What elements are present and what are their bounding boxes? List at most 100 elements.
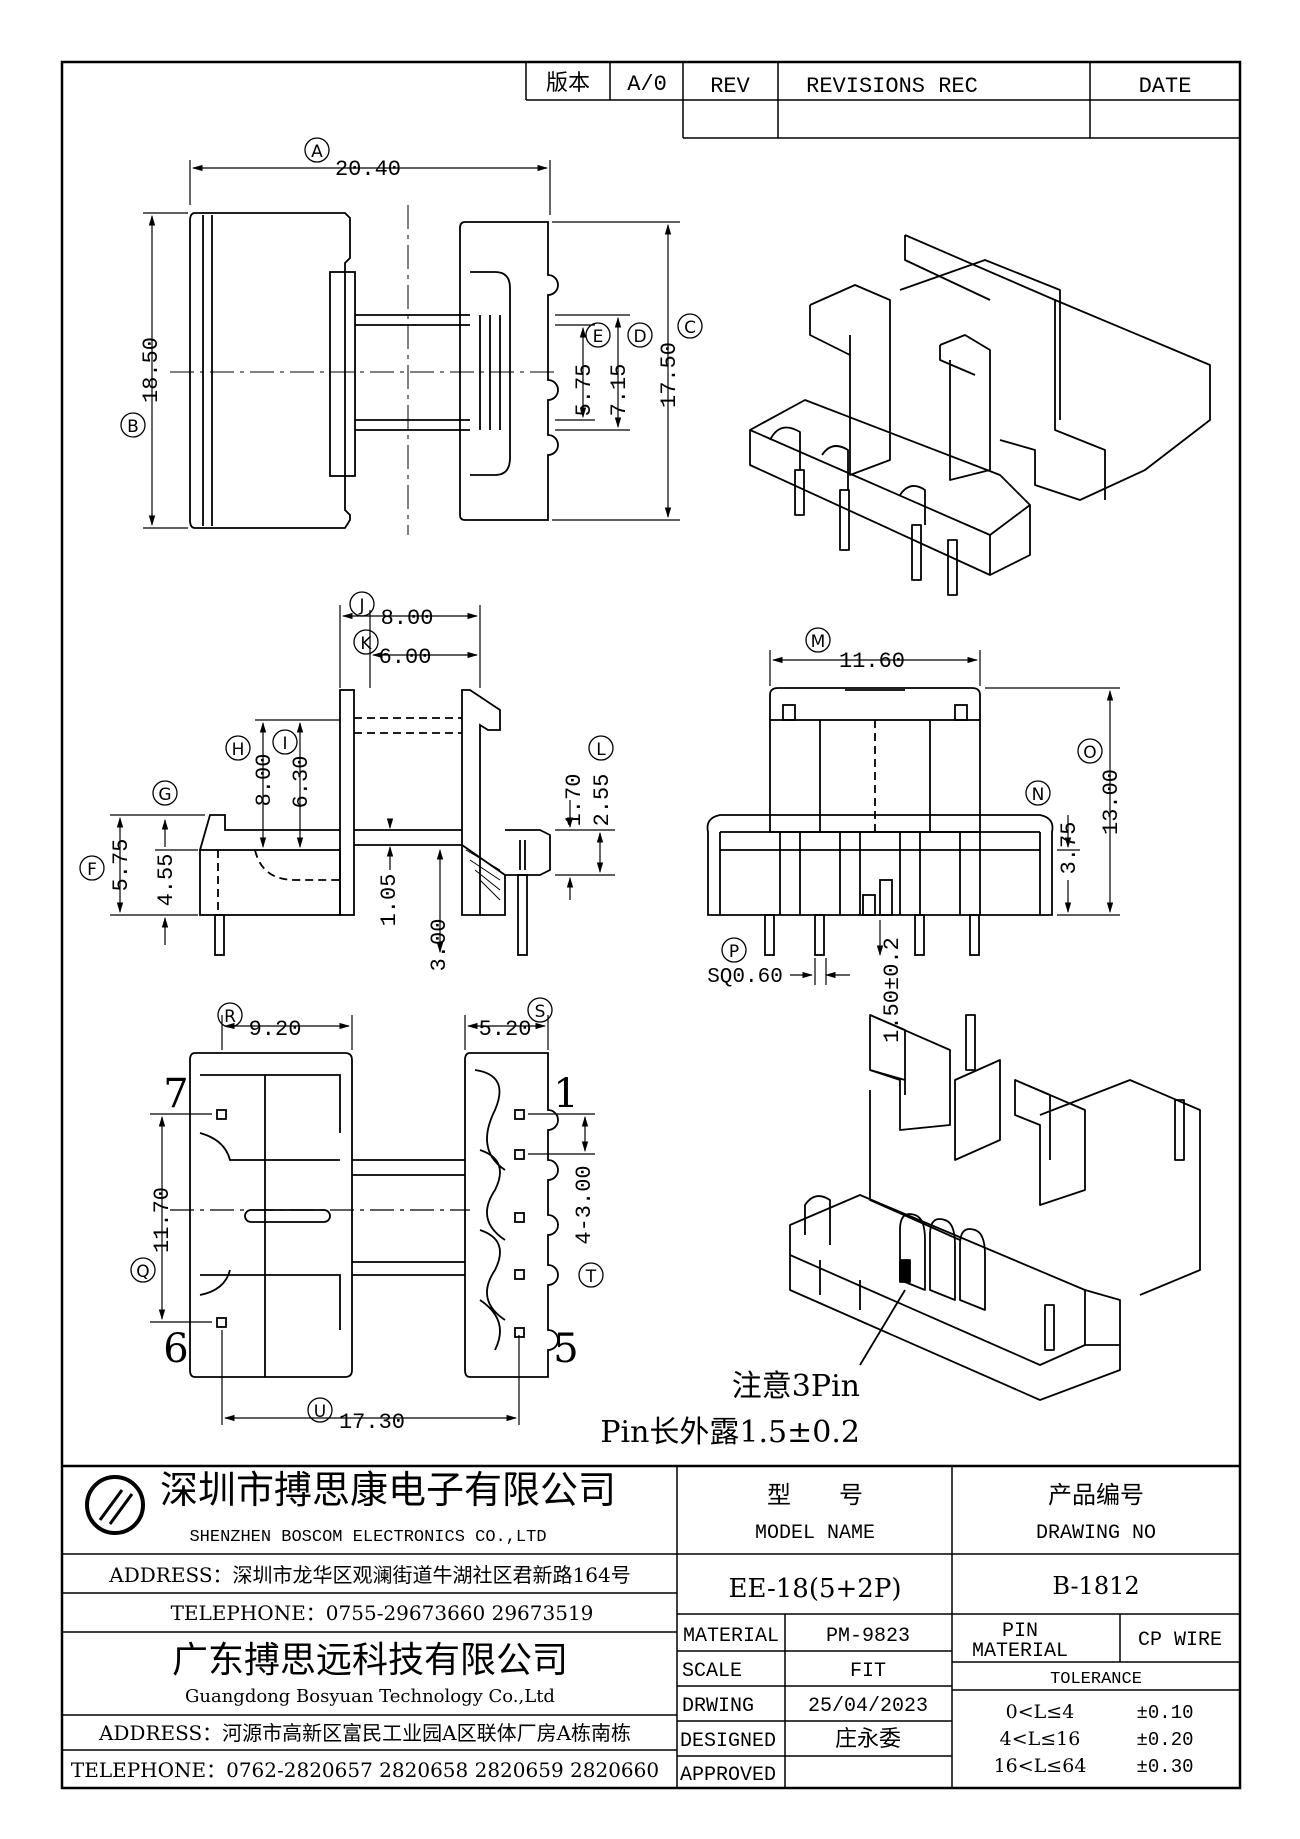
designed-label: DESIGNED [680,1730,776,1753]
dim-letter-e: E [593,327,604,347]
dim-value-105: 1.05 [377,874,402,927]
dim-value-f: 5.75 [109,839,134,892]
dim-value-g: 4.55 [154,854,179,907]
dim-letter-p: P [729,942,739,962]
pin-number-1: 1 [553,1071,578,1117]
dim-letter-i: I [282,734,287,754]
dim-value-p: SQ0.60 [707,966,783,989]
dim-value-l: 2.55 [590,774,615,827]
dim-letter-g: G [158,785,171,805]
company-cn-name: 深圳市搏思康电子有限公司 [160,1468,616,1512]
telephone-2: TELEPHONE：0762-2820657 2820658 2820659 2… [71,1758,659,1782]
dim-letter-r: R [224,1007,236,1027]
company2-cn-name: 广东搏思远科技有限公司 [172,1640,568,1681]
bottom-view-dims [150,1015,595,1425]
tolerance-range-1: 0<L≤4 [1006,1701,1075,1723]
dim-value-pin-length: 1.50±0.2 [880,937,905,1043]
dim-letter-c: C [684,318,696,338]
dim-value-q: 11.70 [150,1187,175,1253]
material-label: MATERIAL [683,1625,779,1648]
pin-material-label-1: PIN [1002,1620,1038,1643]
rev-label: REV [710,74,750,99]
dim-letter-s: S [535,1002,546,1022]
version-label: 版本 [546,71,590,96]
material-value: PM-9823 [826,1625,910,1648]
dim-value-d: 7.15 [607,364,632,417]
drawing-label-cn: 产品编号 [1048,1481,1144,1509]
dim-letter-n: N [1032,785,1045,805]
dim-value-o: 13.00 [1099,769,1124,835]
dim-value-k: 6.00 [379,645,432,670]
dim-value-m: 11.60 [839,649,905,674]
drawing-label-en: DRAWING NO [1036,1522,1156,1545]
tolerance-value-2: ±0.20 [1136,1729,1193,1751]
dim-letter-j: J [358,596,364,616]
dim-value-c: 17.50 [657,342,682,408]
tolerance-range-3: 16<L≤64 [994,1755,1087,1777]
scale-label: SCALE [682,1660,742,1683]
dim-value-b: 18.50 [139,337,164,403]
pin-material-value: CP WIRE [1138,1629,1222,1652]
drwing-label: DRWING [682,1695,754,1718]
telephone-1: TELEPHONE：0755-29673660 29673519 [171,1601,594,1625]
model-label-cn: 型 号 [767,1481,863,1509]
dim-letter-o: O [1083,743,1096,763]
pin-material-label-2: MATERIAL [972,1640,1068,1663]
model-label-en: MODEL NAME [755,1522,875,1545]
dim-letter-l: L [596,740,606,760]
dim-letter-f: F [87,860,97,880]
scale-value: FIT [850,1660,886,1683]
dim-letter-a: A [311,142,323,162]
dim-value-r: 9.20 [249,1017,302,1042]
version-value: A/0 [627,72,667,97]
dim-value-j: 8.00 [381,606,434,631]
dim-letter-u: U [314,1402,326,1422]
designed-value: 庄永委 [835,1727,901,1752]
title-block-grid [62,1464,1240,1788]
dim-value-h: 8.00 [252,754,277,807]
company-en-name: SHENZHEN BOSCOM ELECTRONICS CO.,LTD [189,1528,546,1547]
sheet-border [60,60,1242,1790]
top-view-dims [143,160,680,529]
company2-en-name: Guangdong Bosyuan Technology Co.,Ltd [185,1686,555,1707]
revisions-label: REVISIONS REC [806,74,978,99]
revision-block [525,62,1240,139]
dim-letter-d: D [633,327,646,347]
iso-view-bottom [789,1014,1201,1401]
iso-view-top [749,234,1211,596]
dim-value-i: 6.30 [289,756,314,809]
dim-value-n: 3.75 [1057,822,1082,875]
dim-value-s: 5.20 [479,1017,532,1042]
dim-value-l2: 1.70 [562,774,587,827]
dim-letter-q: Q [136,1262,149,1282]
approved-label: APPROVED [680,1764,776,1787]
tolerance-label: TOLERANCE [1050,1670,1142,1689]
dim-value-300: 3.00 [427,919,452,972]
dim-value-e: 5.75 [572,364,597,417]
dim-value-t: 4-3.00 [572,1165,597,1244]
side-view [199,689,551,956]
pin-number-5: 5 [553,1326,578,1372]
dim-letter-b: B [127,417,139,437]
drwing-value: 25/04/2023 [808,1695,928,1718]
top-view [189,212,559,529]
pin-number-6: 6 [163,1326,188,1372]
tolerance-value-3: ±0.30 [1136,1756,1193,1778]
address-2: ADDRESS：河源市高新区富民工业园A区联体厂房A栋南栋 [98,1721,631,1745]
dim-letter-t: T [585,1267,597,1287]
address-1: ADDRESS：深圳市龙华区观澜街道牛湖社区君新路164号 [108,1563,630,1587]
side-view-dims [110,605,615,954]
tolerance-value-1: ±0.10 [1136,1702,1193,1724]
dim-letter-m: M [811,632,826,652]
front-view [706,687,1054,956]
date-label: DATE [1139,74,1192,99]
bottom-view [189,1052,559,1378]
dim-value-u: 17.30 [339,1410,405,1435]
model-value: EE-18(5+2P) [729,1574,902,1604]
pin-number-7: 7 [163,1071,188,1117]
dim-labels: A 20.40 B 18.50 C 17.50 D 7.15 E 5.75 F … [79,137,1124,1435]
dim-letter-k: K [360,634,372,654]
company-logo [85,1475,145,1535]
note-line-2: Pin长外露1.5±0.2 [600,1415,860,1450]
